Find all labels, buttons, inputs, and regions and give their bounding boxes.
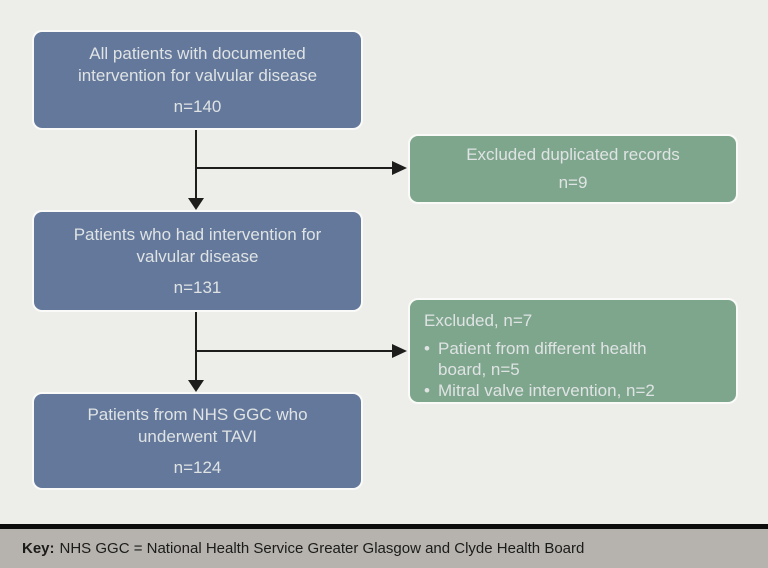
node-excluded-duplicates-count: n=9 bbox=[558, 173, 588, 192]
node-intervention-count: n=131 bbox=[173, 277, 222, 297]
list-item-text: Patient from different health board, n=5 bbox=[438, 339, 647, 379]
node-all-patients-count: n=140 bbox=[173, 96, 222, 116]
arrowhead-down-icon bbox=[188, 198, 204, 210]
node-tavi: Patients from NHS GGC who underwent TAVI… bbox=[32, 392, 363, 490]
key-label: Key: bbox=[22, 540, 55, 557]
list-item: • Patient from different health board, n… bbox=[424, 338, 676, 380]
arrowhead-right-icon bbox=[392, 344, 407, 358]
node-excluded-other: Excluded, n=7 • Patient from different h… bbox=[408, 298, 738, 404]
excluded-other-list: • Patient from different health board, n… bbox=[424, 338, 676, 401]
arrowhead-down-icon bbox=[188, 380, 204, 392]
connector-down-1 bbox=[195, 130, 197, 198]
bullet-icon: • bbox=[424, 339, 430, 358]
bullet-icon: • bbox=[424, 381, 430, 400]
list-item-text: Mitral valve intervention, n=2 bbox=[438, 381, 655, 400]
node-excluded-duplicates: Excluded duplicated records n=9 bbox=[408, 134, 738, 204]
node-tavi-line2: underwent TAVI bbox=[137, 426, 258, 446]
list-item: • Mitral valve intervention, n=2 bbox=[424, 380, 676, 401]
connector-down-2 bbox=[195, 312, 197, 380]
node-excluded-other-title: Excluded, n=7 bbox=[424, 311, 533, 330]
key-bar: Key: NHS GGC = National Health Service G… bbox=[0, 529, 768, 568]
node-excluded-duplicates-line1: Excluded duplicated records bbox=[466, 145, 680, 164]
arrowhead-right-icon bbox=[392, 161, 407, 175]
node-all-patients-line2: intervention for valvular disease bbox=[77, 65, 318, 85]
connector-branch-1 bbox=[196, 167, 392, 169]
node-intervention-line2: valvular disease bbox=[136, 246, 259, 266]
node-all-patients-line1: All patients with documented bbox=[89, 43, 306, 63]
divider-rule bbox=[0, 524, 768, 529]
connector-branch-2 bbox=[196, 350, 392, 352]
node-intervention: Patients who had intervention for valvul… bbox=[32, 210, 363, 312]
key-text: NHS GGC = National Health Service Greate… bbox=[59, 540, 585, 557]
node-all-patients: All patients with documented interventio… bbox=[32, 30, 363, 130]
node-tavi-count: n=124 bbox=[173, 457, 222, 477]
node-tavi-line1: Patients from NHS GGC who bbox=[87, 404, 308, 424]
node-intervention-line1: Patients who had intervention for bbox=[73, 224, 322, 244]
